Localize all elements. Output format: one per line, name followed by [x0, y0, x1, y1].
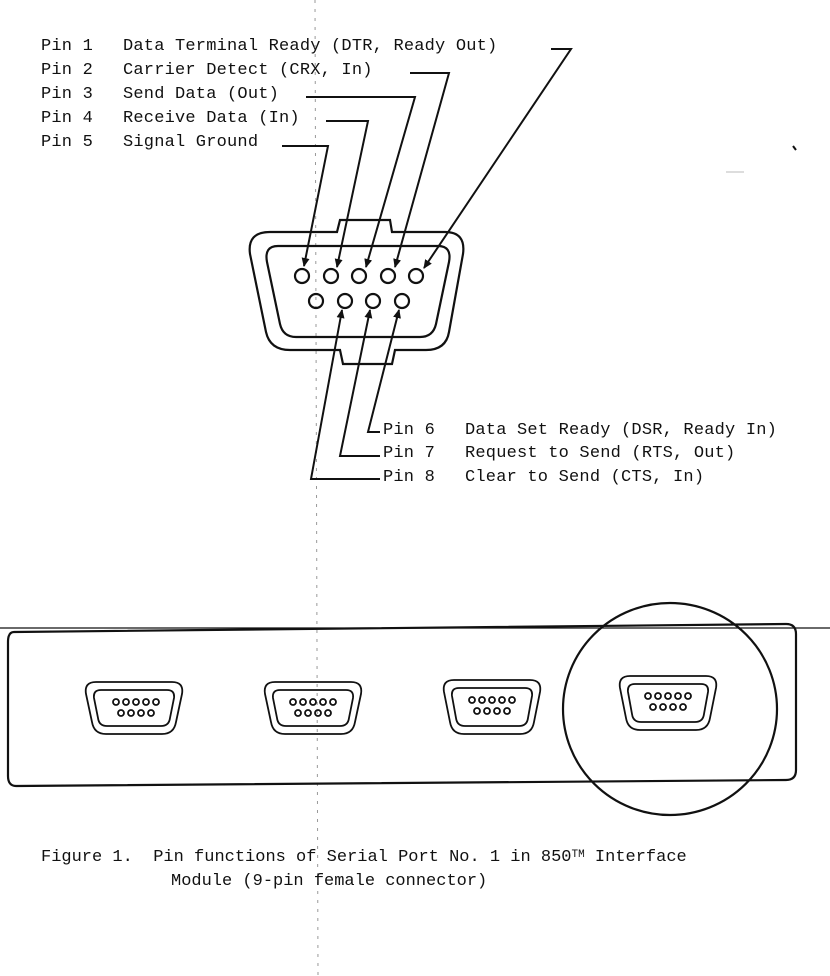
small-connector-3: [442, 679, 542, 735]
leader-pin-1: [423, 48, 573, 269]
leader-pin-4: [326, 120, 370, 268]
leader-pin-6: [366, 309, 401, 433]
pin-2-number: Pin 2: [41, 61, 94, 80]
pin-hole-8: [336, 292, 354, 310]
caption-line-1-end: Interface: [584, 848, 687, 867]
caption-line-2: Module (9-pin female connector): [171, 872, 488, 891]
pin-6-label: Pin 6 Data Set Ready (DSR, Ready In): [383, 421, 777, 441]
pin-7-function: Request to Send (RTS, Out): [465, 444, 736, 463]
figure-caption: Figure 1. Pin functions of Serial Port N…: [41, 846, 687, 894]
pin-1-function: Data Terminal Ready (DTR, Ready Out): [123, 37, 498, 56]
pin-4-number: Pin 4: [41, 109, 94, 128]
top-leader-lines: [282, 48, 573, 269]
pin-hole-2: [379, 267, 397, 285]
pin-4-label: Pin 4 Receive Data (In): [41, 109, 300, 129]
pin-7-number: Pin 7: [383, 444, 436, 463]
pin-2-function: Carrier Detect (CRX, In): [123, 61, 373, 80]
fold-line: [314, 0, 319, 976]
small-connector-4: [618, 675, 718, 731]
connector-outer-shell: [248, 218, 465, 366]
pin-hole-6: [393, 292, 411, 310]
pin-8-function: Clear to Send (CTS, In): [465, 468, 705, 487]
pin-5-label: Pin 5 Signal Ground: [41, 133, 258, 153]
leader-pin-3: [306, 96, 417, 268]
module-outline: [6, 622, 798, 788]
bottom-leader-lines: [309, 309, 401, 480]
large-connector: [248, 218, 465, 366]
caption-prefix: Figure 1.: [41, 848, 133, 867]
pin-hole-5: [293, 267, 311, 285]
connector-inner-shell: [265, 244, 451, 339]
pin-hole-3: [350, 267, 368, 285]
pin-1-number: Pin 1: [41, 37, 94, 56]
pin-4-function: Receive Data (In): [123, 109, 300, 128]
pin-3-function: Send Data (Out): [123, 85, 280, 104]
pin-hole-7: [364, 292, 382, 310]
pin-2-label: Pin 2 Carrier Detect (CRX, In): [41, 61, 373, 81]
pin-3-label: Pin 3 Send Data (Out): [41, 85, 279, 105]
pin-7-label: Pin 7 Request to Send (RTS, Out): [383, 444, 735, 464]
trademark-mark: TM: [571, 849, 585, 861]
pin-6-function: Data Set Ready (DSR, Ready In): [465, 421, 778, 440]
interface-module-panel: [0, 622, 830, 788]
pin-8-number: Pin 8: [383, 468, 436, 487]
serial-port-1-highlight-circle: [561, 601, 779, 817]
pin-5-number: Pin 5: [41, 133, 94, 152]
caption-line-1: Pin functions of Serial Port No. 1 in 85…: [153, 848, 572, 867]
pin-hole-9: [307, 292, 325, 310]
small-connector-2: [263, 681, 363, 735]
pin-1-label: Pin 1 Data Terminal Ready (DTR, Ready Out…: [41, 37, 497, 57]
pin-6-number: Pin 6: [383, 421, 436, 440]
pin-hole-1: [407, 267, 425, 285]
leader-pin-2: [393, 72, 451, 268]
leader-pin-7: [338, 309, 380, 457]
leader-pin-5: [282, 145, 330, 267]
pin-5-function: Signal Ground: [123, 133, 259, 152]
leader-pin-8: [309, 309, 380, 480]
speck: [792, 145, 797, 151]
pin-8-label: Pin 8 Clear to Send (CTS, In): [383, 468, 704, 488]
pin-3-number: Pin 3: [41, 85, 94, 104]
small-connector-1: [84, 681, 184, 735]
pin-hole-4: [322, 267, 340, 285]
